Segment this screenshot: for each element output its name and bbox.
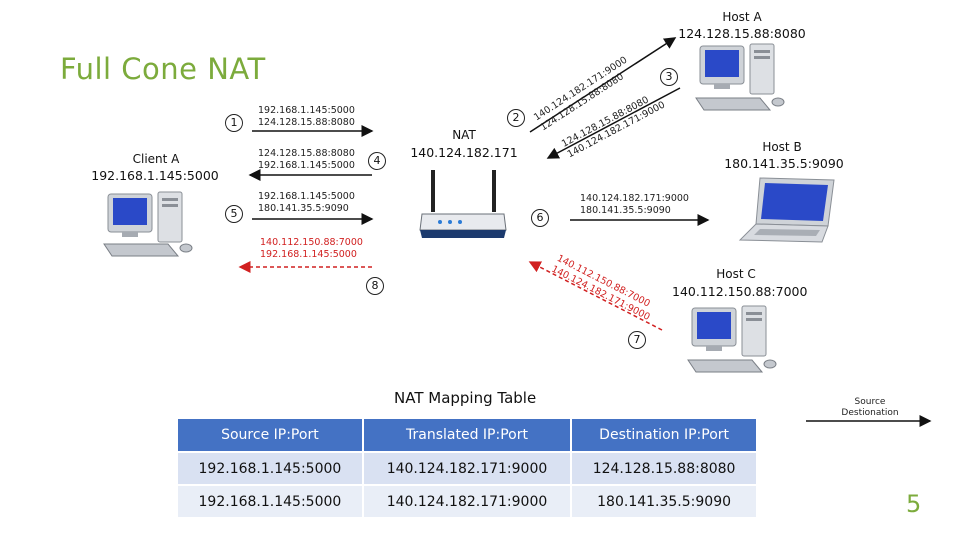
page-number: 5: [906, 490, 922, 518]
step-3-marker: 3: [660, 68, 678, 86]
table-row: 192.168.1.145:5000 140.124.182.171:9000 …: [176, 451, 758, 486]
step-8-marker: 8: [366, 277, 384, 295]
cell-translated: 140.124.182.171:9000: [361, 484, 573, 519]
legend: Source Destionation: [832, 397, 908, 419]
arrow-step-2: [529, 37, 677, 133]
slide-title: Full Cone NAT: [60, 52, 266, 86]
step-1-marker: 1: [225, 114, 243, 132]
cell-destination: 180.141.35.5:9090: [570, 484, 758, 519]
arrow-step-3: [546, 87, 681, 159]
legend-source: Source: [854, 397, 886, 407]
client-a-computer-icon: [103, 191, 193, 257]
table-row: 192.168.1.145:5000 140.124.182.171:9000 …: [176, 484, 758, 519]
host-c-computer-icon: [687, 305, 777, 373]
host-b-name: Host B: [762, 140, 802, 154]
header-source: Source IP:Port: [176, 417, 364, 453]
host-a-name: Host A: [722, 10, 762, 24]
header-translated: Translated IP:Port: [361, 417, 573, 453]
arrow-step-7: [528, 261, 663, 331]
cell-source: 192.168.1.145:5000: [176, 451, 364, 486]
legend-destination: Destionation: [841, 408, 899, 418]
step-5-marker: 5: [225, 205, 243, 223]
nat-ip: 140.124.182.171: [410, 145, 518, 160]
nat-mapping-table: Source IP:Port Translated IP:Port Destin…: [176, 417, 758, 519]
header-destination: Destination IP:Port: [570, 417, 758, 453]
cell-translated: 140.124.182.171:9000: [361, 451, 573, 486]
cell-destination: 124.128.15.88:8080: [570, 451, 758, 486]
cell-source: 192.168.1.145:5000: [176, 484, 364, 519]
step-4-marker: 4: [368, 152, 386, 170]
table-header-row: Source IP:Port Translated IP:Port Destin…: [176, 417, 758, 453]
nat-router-icon: [419, 170, 507, 238]
step-7-marker: 7: [628, 331, 646, 349]
host-c-name: Host C: [716, 267, 756, 281]
client-a-name: Client A: [132, 152, 180, 166]
host-a-computer-icon: [695, 43, 785, 111]
step-2-marker: 2: [507, 109, 525, 127]
host-b-laptop-icon: [738, 177, 835, 243]
host-c-ip: 140.112.150.88:7000: [672, 284, 808, 299]
step-6-marker: 6: [531, 209, 549, 227]
mapping-table-title: NAT Mapping Table: [394, 389, 537, 407]
host-b-ip: 180.141.35.5:9090: [724, 156, 844, 171]
nat-name: NAT: [452, 128, 476, 142]
host-a-ip: 124.128.15.88:8080: [678, 26, 806, 41]
client-a-ip: 192.168.1.145:5000: [91, 168, 219, 183]
